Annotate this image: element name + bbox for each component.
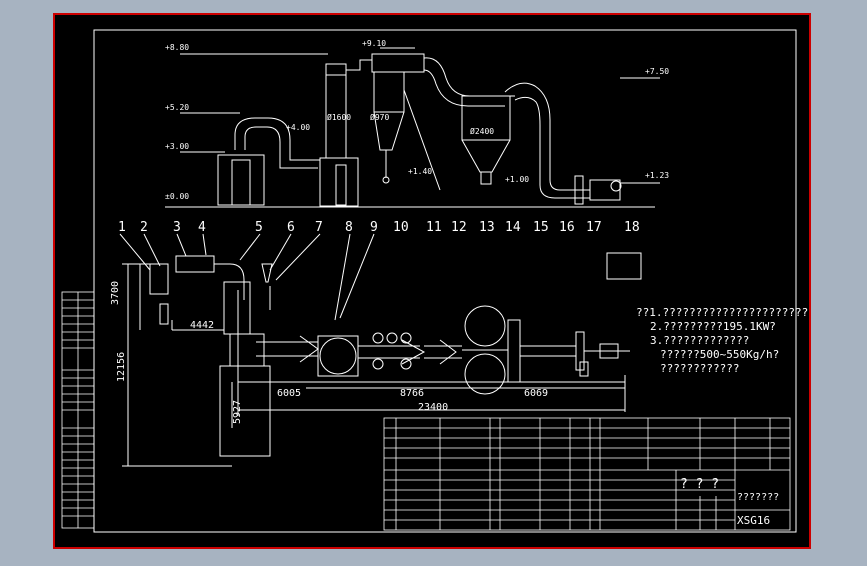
part-number: 9 bbox=[370, 220, 378, 235]
note-line: 3.????????????? bbox=[650, 334, 749, 347]
title-block bbox=[383, 417, 791, 531]
elev-label: +1.40 bbox=[408, 167, 432, 176]
elev-label: +5.20 bbox=[165, 103, 189, 112]
drawing-number: XSG16 bbox=[737, 514, 770, 527]
part-number: 12 bbox=[451, 220, 467, 235]
part-number: 6 bbox=[287, 220, 295, 235]
dimension-label: 6069 bbox=[524, 388, 548, 399]
elevation-drawing bbox=[165, 47, 660, 208]
part-number: 3 bbox=[173, 220, 181, 235]
part-number: 2 bbox=[140, 220, 148, 235]
dimension-label: 4442 bbox=[190, 320, 214, 331]
part-number: 16 bbox=[559, 220, 575, 235]
part-number: 15 bbox=[533, 220, 549, 235]
red-frame bbox=[53, 13, 811, 549]
diameter-label: Ø2400 bbox=[470, 126, 494, 136]
part-18-box bbox=[606, 252, 642, 280]
elev-label: +7.50 bbox=[645, 67, 669, 76]
part-number: 10 bbox=[393, 220, 409, 235]
title-block-text: ? ? ? ??????? XSG16 bbox=[680, 477, 779, 527]
note-line: ??????500~550Kg/h? bbox=[660, 348, 779, 361]
plan-drawing bbox=[122, 255, 630, 467]
elev-label: +9.10 bbox=[362, 39, 386, 48]
note-line: 2.?????????195.1KW? bbox=[650, 320, 776, 333]
left-revision-table bbox=[61, 291, 95, 529]
dimension-label: 12156 bbox=[116, 352, 127, 382]
elevation-labels: +8.80 +5.20 +3.00 ±0.00 +9.10 +4.00 +7.5… bbox=[165, 39, 669, 201]
elev-label: +4.00 bbox=[286, 123, 310, 132]
part-number: 4 bbox=[198, 220, 206, 235]
dimension-label: 3700 bbox=[110, 281, 121, 305]
part-callouts: 1 2 3 4 5 6 7 8 9 10 11 12 13 14 15 16 1… bbox=[118, 220, 640, 235]
callout-leaders bbox=[119, 233, 375, 321]
elev-label: +1.23 bbox=[645, 171, 669, 180]
part-number: 13 bbox=[479, 220, 495, 235]
elev-label: +8.80 bbox=[165, 43, 189, 52]
note-line: ??1.?????????????????????? bbox=[636, 306, 808, 319]
part-number: 18 bbox=[624, 220, 640, 235]
part-number: 11 bbox=[426, 220, 442, 235]
part-number: 14 bbox=[505, 220, 521, 235]
part-number: 17 bbox=[586, 220, 602, 235]
dimension-label: 8766 bbox=[400, 388, 424, 399]
dimension-label: 5927 bbox=[232, 400, 243, 424]
note-line: ???????????? bbox=[660, 362, 739, 375]
part-number: 5 bbox=[255, 220, 263, 235]
elev-label: +1.00 bbox=[505, 175, 529, 184]
elev-label: ±0.00 bbox=[165, 192, 189, 201]
diameter-label: Ø970 bbox=[370, 112, 389, 122]
technical-notes: ??1.?????????????????????? 2.?????????19… bbox=[636, 306, 808, 375]
part-number: 1 bbox=[118, 220, 126, 235]
elev-label: +3.00 bbox=[165, 142, 189, 151]
title-marks: ? ? ? bbox=[680, 477, 719, 492]
dimension-labels: 3700 4442 12156 6005 8766 23400 6069 592… bbox=[110, 281, 548, 424]
part-number: 8 bbox=[345, 220, 353, 235]
diameter-label: Ø1600 bbox=[327, 112, 351, 122]
dimension-label: 6005 bbox=[277, 388, 301, 399]
drawing-name: ??????? bbox=[737, 492, 779, 503]
dimension-label: 23400 bbox=[418, 402, 448, 413]
inner-border bbox=[93, 29, 797, 533]
part-number: 7 bbox=[315, 220, 323, 235]
